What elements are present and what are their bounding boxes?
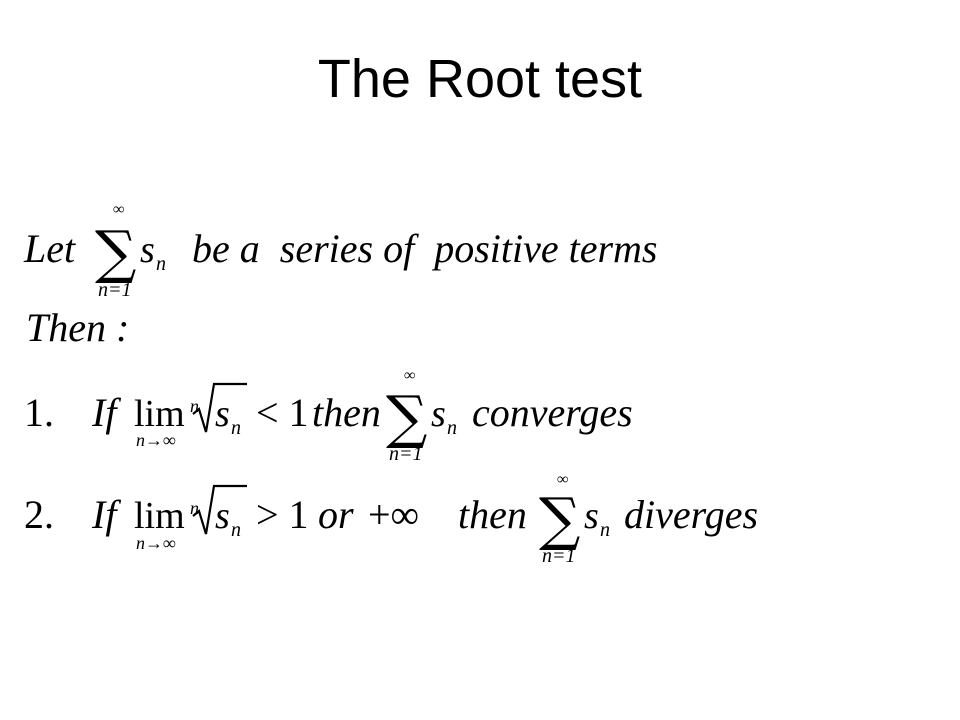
case-2-lim: lim [134, 495, 185, 537]
case-1-radicand: s [215, 393, 230, 435]
statement-line: Let ∞ ∑ n=1 s n be a series of positive … [23, 201, 658, 301]
case-1: 1. If lim n→∞ n s n < 1 then ∞ ∑ n=1 s n… [24, 367, 633, 465]
case-2-summation-symbol: ∑ [539, 485, 580, 553]
series-term: s [140, 229, 155, 271]
case-1-number: 1. [24, 390, 54, 435]
case-2-radical-sign [192, 484, 247, 535]
case-2-sum-upper-limit: ∞ [557, 471, 568, 488]
case-2-if: If [91, 492, 121, 537]
case-2-series-term-subscript: n [600, 519, 610, 541]
then-label: Then : [26, 305, 129, 350]
case-2-number: 2. [24, 492, 54, 537]
case-1-lim-subscript: n→∞ [136, 430, 176, 450]
case-1-radicand-subscript: n [231, 417, 241, 439]
case-2-series-term: s [584, 495, 599, 537]
statement-text: be a series of positive terms [192, 226, 658, 271]
case-2: 2. If lim n→∞ n s n > 1 or +∞ then ∞ ∑ n… [24, 471, 758, 567]
case-2-or: or [318, 492, 354, 537]
sum-upper-limit: ∞ [113, 201, 124, 218]
case-1-series-term: s [431, 393, 446, 435]
case-1-conclusion: converges [472, 390, 633, 435]
case-1-if: If [91, 390, 121, 435]
case-1-sum-upper-limit: ∞ [404, 367, 415, 384]
case-1-summation-symbol: ∑ [386, 383, 427, 451]
case-1-series-term-subscript: n [447, 417, 457, 439]
case-2-plus-infinity: +∞ [368, 492, 419, 537]
case-2-relation: > 1 [256, 492, 309, 537]
case-1-root-index: n [190, 396, 199, 416]
case-1-sum-lower-limit: n=1 [389, 443, 423, 465]
case-1-radical-sign [192, 382, 247, 433]
case-2-then: then [458, 492, 527, 537]
case-1-then: then [312, 390, 381, 435]
sum-lower-limit: n=1 [98, 279, 132, 301]
case-2-sum-lower-limit: n=1 [542, 545, 576, 567]
summation-symbol: ∑ [95, 218, 136, 286]
case-1-lim: lim [134, 393, 185, 435]
case-2-lim-subscript: n→∞ [136, 533, 176, 553]
case-1-relation: < 1 [256, 390, 309, 435]
case-2-radicand-subscript: n [231, 519, 241, 541]
case-2-root-index: n [190, 498, 199, 518]
let-text: Let [23, 226, 76, 271]
case-2-conclusion: diverges [624, 492, 758, 537]
series-term-subscript: n [156, 253, 166, 275]
case-2-radicand: s [215, 495, 230, 537]
slide-title: The Root test [317, 49, 643, 109]
